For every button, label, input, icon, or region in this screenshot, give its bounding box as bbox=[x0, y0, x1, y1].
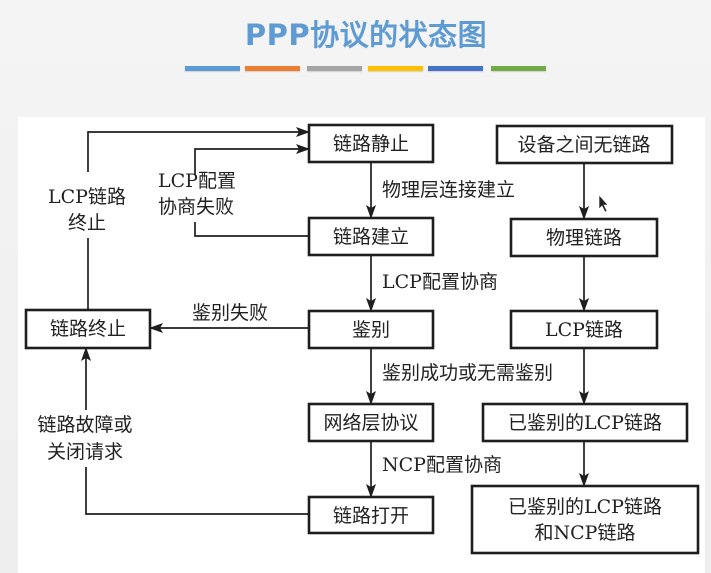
condition-physical-link: 物理链路 bbox=[509, 217, 659, 258]
accent-bar bbox=[428, 66, 483, 71]
label-lcp-fail-line-2: 协商失败 bbox=[158, 196, 234, 218]
label-auth-fail: 鉴别失败 bbox=[192, 302, 268, 324]
label-link-failure-line-2: 关闭请求 bbox=[47, 441, 123, 463]
state-link-dead: 链路静止 bbox=[307, 123, 435, 164]
accent-bar bbox=[185, 66, 240, 71]
state-link-open: 链路打开 bbox=[307, 495, 435, 535]
arrow-lcp-link-terminated bbox=[87, 127, 310, 310]
accent-bar bbox=[491, 66, 546, 71]
condition-box bbox=[495, 124, 674, 165]
condition-label: 已鉴别的LCP链路 bbox=[508, 412, 662, 434]
state-link-terminate: 链路终止 bbox=[24, 308, 152, 350]
label-ncp-negotiation: NCP配置协商 bbox=[382, 454, 502, 476]
state-box bbox=[307, 309, 435, 350]
condition-label: 设备之间无链路 bbox=[517, 134, 650, 156]
condition-authenticated-lcp-and-ncp-link: 已鉴别的LCP链路 和NCP链路 bbox=[470, 484, 700, 555]
accent-bar bbox=[307, 66, 362, 71]
condition-box bbox=[470, 484, 700, 555]
label-physical-layer-up: 物理层连接建立 bbox=[382, 179, 515, 201]
label-lcp-terminated-line-1: LCP链路 bbox=[48, 186, 126, 208]
condition-lcp-link: LCP链路 bbox=[509, 309, 659, 350]
state-network-layer-protocol: 网络层协议 bbox=[307, 402, 435, 443]
state-label: 链路静止 bbox=[333, 133, 409, 155]
state-box bbox=[307, 123, 435, 164]
accent-bar bbox=[368, 66, 423, 71]
edge-segment bbox=[87, 127, 310, 172]
state-label: 鉴别 bbox=[352, 319, 390, 341]
accent-bar bbox=[245, 66, 300, 71]
edge-segment bbox=[194, 144, 310, 175]
state-label: 网络层协议 bbox=[323, 412, 418, 434]
condition-authenticated-lcp-link: 已鉴别的LCP链路 bbox=[481, 402, 689, 443]
label-lcp-negotiation: LCP配置协商 bbox=[382, 271, 498, 293]
state-authenticate: 鉴别 bbox=[307, 309, 435, 350]
condition-label: 物理链路 bbox=[546, 227, 622, 249]
mouse-cursor-icon bbox=[598, 194, 609, 213]
condition-no-link: 设备之间无链路 bbox=[495, 124, 674, 165]
state-link-establish: 链路建立 bbox=[307, 216, 435, 257]
arrow-lcp-negotiation-fail bbox=[194, 144, 310, 237]
condition-label-line-1: 已鉴别的LCP链路 bbox=[508, 496, 662, 518]
label-lcp-terminated-line-2: 终止 bbox=[68, 212, 106, 234]
slide-title: PPP协议的状态图 bbox=[244, 18, 488, 52]
condition-label: LCP链路 bbox=[545, 319, 623, 341]
state-label: 链路打开 bbox=[333, 505, 409, 527]
condition-box bbox=[481, 402, 689, 443]
edge-segment bbox=[85, 467, 309, 515]
state-box bbox=[307, 495, 435, 535]
edge-segment bbox=[194, 222, 309, 237]
label-link-failure-line-1: 链路故障或 bbox=[37, 414, 132, 436]
label-lcp-fail-line-1: LCP配置 bbox=[158, 170, 236, 192]
state-label: 链路终止 bbox=[50, 318, 126, 340]
label-auth-success: 鉴别成功或无需鉴别 bbox=[382, 362, 553, 384]
condition-label-line-2: 和NCP链路 bbox=[535, 522, 636, 544]
condition-box bbox=[509, 217, 659, 258]
state-label: 链路建立 bbox=[333, 226, 409, 248]
arrow-link-failure-or-close bbox=[81, 347, 309, 515]
